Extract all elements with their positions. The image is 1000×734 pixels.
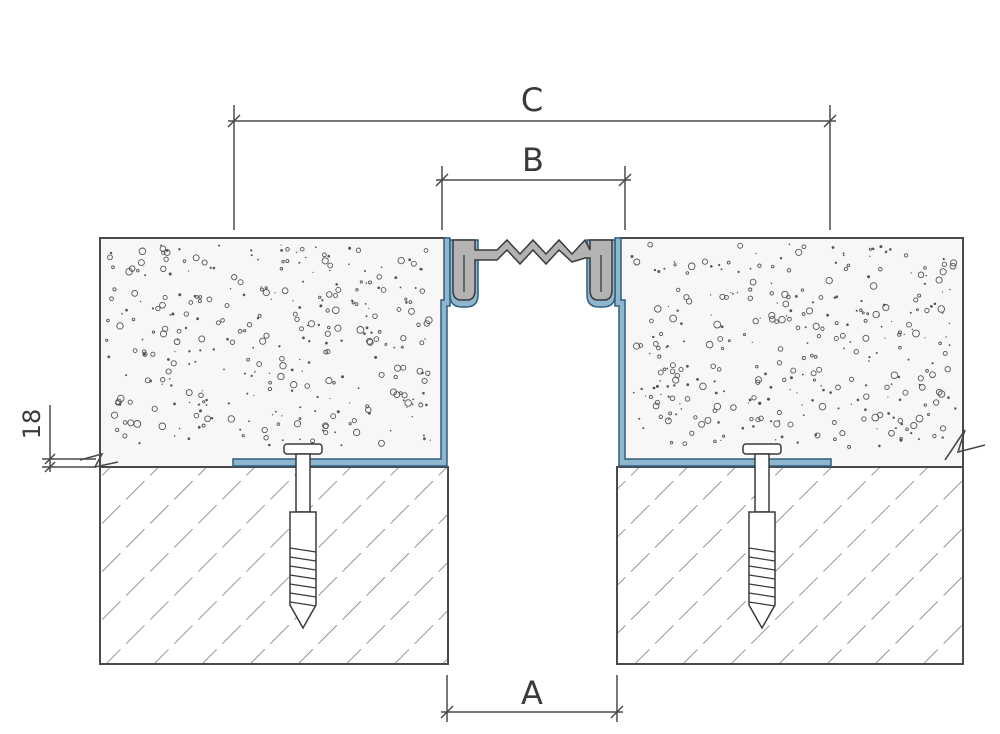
profile-left <box>232 237 451 467</box>
screed-right <box>619 237 964 468</box>
dimension-thickness <box>42 405 96 473</box>
anchor-screw-left <box>283 443 323 630</box>
break-mark-right <box>944 429 986 461</box>
profile-right <box>614 237 832 467</box>
base-slab-right <box>616 466 964 665</box>
dimension-c <box>227 105 837 230</box>
dimension-c-label: C <box>521 81 543 119</box>
rubber-insert <box>452 238 613 301</box>
dimension-thickness-label: 18 <box>18 409 46 440</box>
screed-left <box>99 237 446 468</box>
base-slab-left <box>99 466 449 665</box>
dimension-a-label: A <box>521 674 543 712</box>
dimension-a <box>440 675 624 722</box>
break-mark-left <box>79 452 119 469</box>
dimension-b <box>435 166 632 230</box>
anchor-screw-right <box>742 443 782 630</box>
dimension-b-label: B <box>522 141 544 179</box>
